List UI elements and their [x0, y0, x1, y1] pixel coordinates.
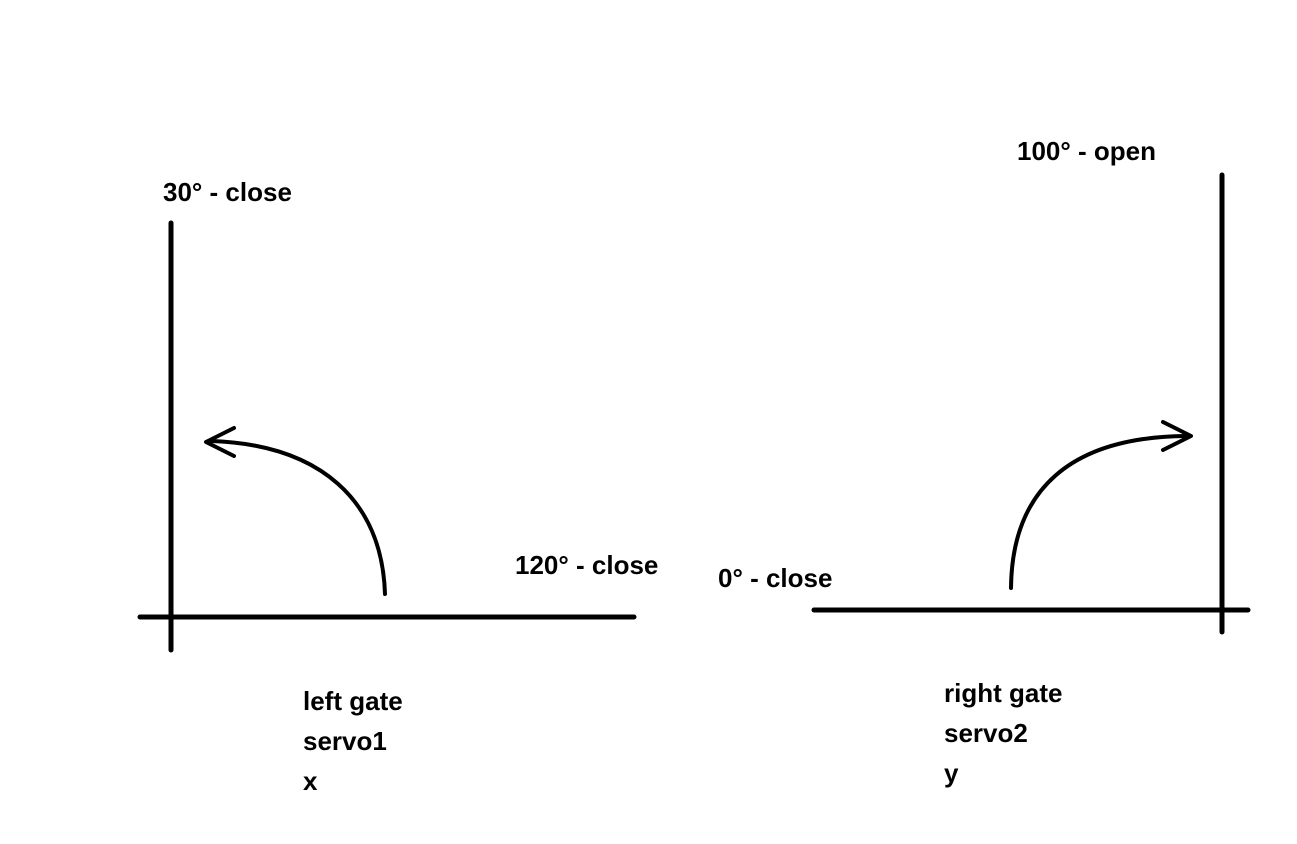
right-gate-top-label: 100° - open	[1017, 136, 1156, 166]
left-gate-top-label: 30° - close	[163, 177, 292, 207]
right-gate-caption-axis: y	[944, 758, 959, 788]
left-gate-caption: left gate servo1 x	[303, 681, 403, 801]
right-gate-caption: right gate servo2 y	[944, 673, 1062, 793]
left-gate-caption-servo: servo1	[303, 726, 387, 756]
left-gate-arrowhead	[204, 426, 236, 458]
left-gate-rotation-arc	[210, 439, 387, 596]
right-gate-side-label: 0° - close	[718, 563, 833, 593]
right-gate-caption-servo: servo2	[944, 718, 1028, 748]
left-gate-caption-axis: x	[303, 766, 318, 796]
right-gate-rotation-arc	[1009, 434, 1188, 590]
left-gate-side-label: 120° - close	[515, 550, 659, 580]
left-gate-caption-title: left gate	[303, 686, 403, 716]
right-gate-arrowhead	[1161, 420, 1193, 452]
right-gate-caption-title: right gate	[944, 678, 1063, 708]
